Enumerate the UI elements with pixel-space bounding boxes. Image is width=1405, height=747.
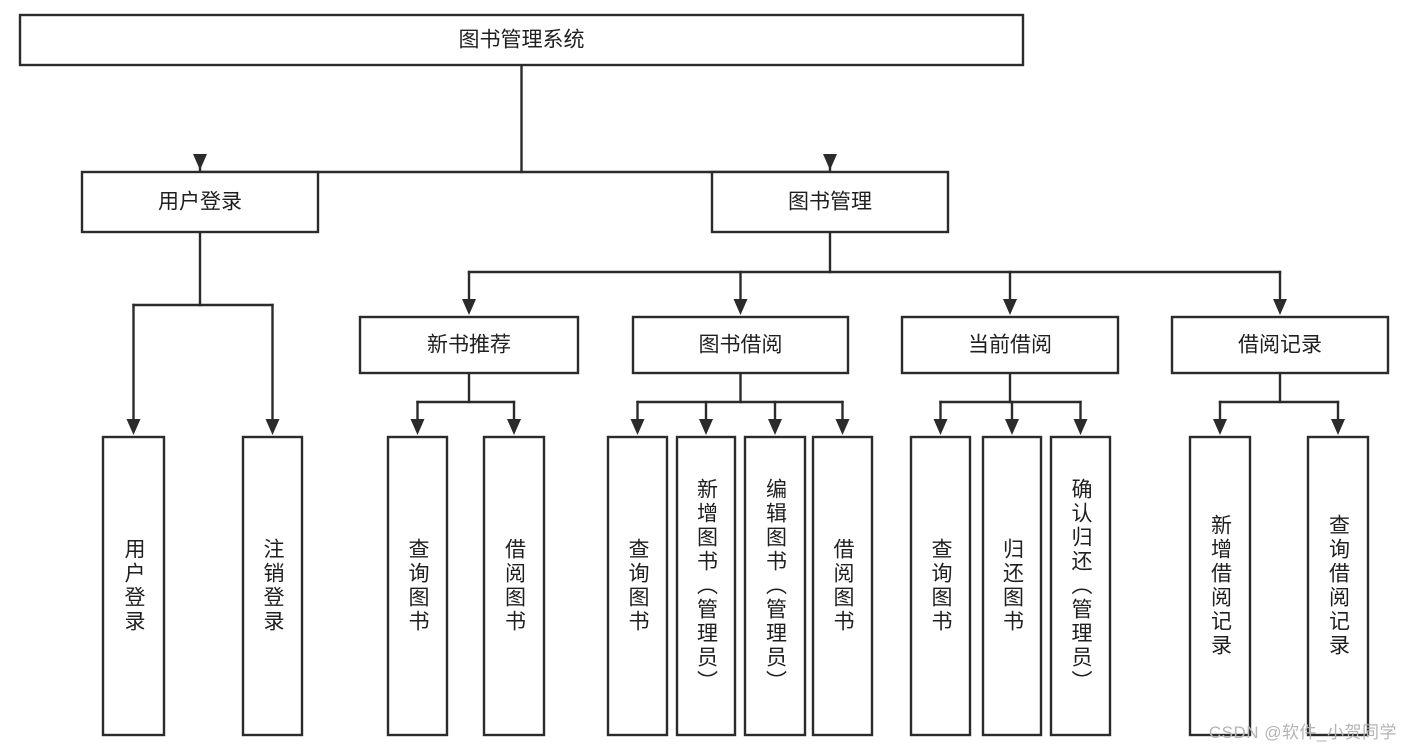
node-box-leaf-add-borrow-record[interactable] [1188, 435, 1252, 737]
arrow-head-leaf-query-book-borrow [630, 419, 645, 435]
node-box-book-manage[interactable] [710, 170, 950, 234]
node-label-borrow-record: 借阅记录 [1238, 334, 1322, 357]
arrow-head-leaf-return-book [1005, 419, 1019, 435]
arrow-head-book-manage [823, 154, 837, 170]
csdn-watermark: CSDN @软件_小贺同学 [1208, 723, 1397, 742]
node-label-root: 图书管理系统 [459, 29, 585, 52]
boxes-layer [18, 13, 1390, 737]
node-box-leaf-return-book[interactable] [981, 435, 1043, 737]
arrow-head-leaf-add-book [699, 419, 713, 435]
arrow-head-leaf-query-book-current [933, 419, 948, 435]
arrow-head-leaf-query-book-recommend [410, 419, 425, 435]
arrow-head-leaf-borrow-book-recommend [507, 419, 521, 435]
node-box-new-book-recommend[interactable] [358, 315, 580, 375]
arrow-head-leaf-edit-book [768, 419, 782, 435]
arrow-head-leaf-borrow-book [835, 419, 850, 435]
arrow-head-leaf-query-borrow-record [1331, 419, 1345, 435]
node-box-borrow-record[interactable] [1170, 315, 1390, 375]
arrow-head-leaf-add-borrow-record [1213, 419, 1227, 435]
node-box-root[interactable] [18, 13, 1025, 67]
arrow-head-new-book-recommend [462, 299, 476, 315]
arrow-head-leaf-user-login [126, 419, 141, 435]
node-box-user-login[interactable] [80, 170, 320, 234]
node-label-book-borrow: 图书借阅 [699, 334, 783, 357]
connectors-layer [126, 63, 1345, 435]
node-box-leaf-user-login[interactable] [101, 435, 166, 737]
node-box-leaf-logout-login[interactable] [241, 435, 304, 737]
arrow-head-borrow-record [1273, 299, 1287, 315]
node-box-leaf-add-book[interactable] [675, 435, 737, 737]
node-label-book-manage: 图书管理 [788, 191, 872, 214]
node-box-leaf-query-book-recommend[interactable] [386, 435, 449, 737]
node-box-leaf-borrow-book-recommend[interactable] [482, 435, 546, 737]
arrow-head-user-login [193, 154, 207, 170]
arrow-head-current-borrow [1003, 299, 1017, 315]
arrow-head-book-borrow [733, 299, 748, 315]
node-label-user-login: 用户登录 [158, 191, 242, 214]
node-box-leaf-edit-book[interactable] [743, 435, 807, 737]
node-label-current-borrow: 当前借阅 [968, 334, 1052, 357]
node-box-leaf-borrow-book[interactable] [811, 435, 874, 737]
node-box-leaf-query-book-current[interactable] [909, 435, 972, 737]
arrow-head-leaf-logout-login [265, 419, 280, 435]
arrow-head-leaf-confirm-return [1073, 419, 1088, 435]
node-box-leaf-query-borrow-record[interactable] [1306, 435, 1370, 737]
node-label-new-book-recommend: 新书推荐 [427, 334, 511, 357]
node-box-leaf-confirm-return[interactable] [1049, 435, 1112, 737]
node-box-book-borrow[interactable] [631, 315, 850, 375]
node-box-leaf-query-book-borrow[interactable] [606, 435, 669, 737]
node-box-current-borrow[interactable] [900, 315, 1120, 375]
